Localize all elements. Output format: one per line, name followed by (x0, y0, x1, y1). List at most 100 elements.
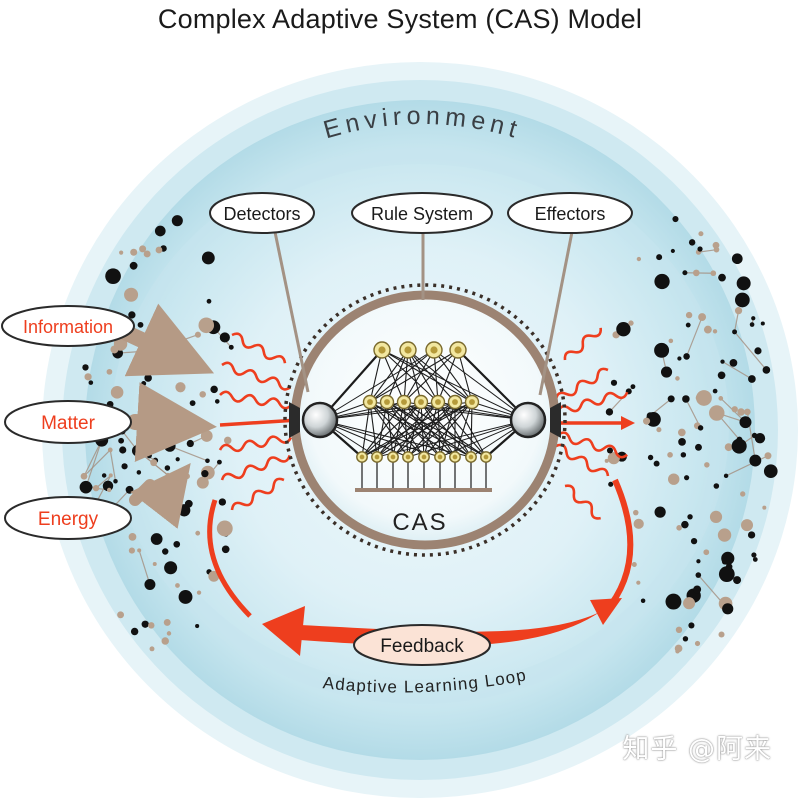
particle (654, 273, 670, 290)
network-node-core (483, 454, 489, 460)
particle (682, 395, 690, 403)
particle (732, 329, 738, 335)
effectors-label: Effectors (535, 204, 606, 224)
particle (118, 437, 125, 444)
network-node-core (378, 346, 386, 354)
network-link (369, 401, 409, 458)
particle (713, 483, 720, 489)
particle (696, 390, 712, 406)
network-node-core (435, 399, 441, 405)
particle (718, 566, 735, 583)
particle (697, 425, 704, 431)
watermark: 知乎 @阿来 (622, 734, 772, 765)
particle (189, 400, 196, 407)
particle (754, 432, 766, 444)
network-link (403, 401, 487, 458)
network-node-core (452, 399, 458, 405)
particle (718, 631, 725, 638)
particle (221, 545, 230, 554)
particle (610, 379, 618, 386)
network-link (361, 401, 473, 458)
particle (675, 649, 680, 654)
particle (736, 276, 751, 291)
particle (718, 396, 724, 401)
particle (709, 510, 723, 524)
particle (164, 561, 178, 575)
particle (698, 313, 707, 321)
particle (186, 439, 194, 448)
particle (178, 590, 193, 604)
information-input-arrow (112, 303, 215, 377)
network-link (437, 401, 487, 458)
feedback-arrowhead-left (262, 606, 305, 656)
particle (713, 246, 720, 253)
particle-link (686, 316, 703, 357)
particle (675, 376, 680, 381)
particle (688, 622, 695, 629)
particle (633, 518, 644, 529)
particle (718, 273, 726, 282)
particle (195, 530, 201, 536)
particle (747, 531, 756, 539)
network-link (369, 401, 378, 458)
particle (710, 270, 717, 277)
particle-link (95, 474, 112, 489)
network-link (369, 401, 425, 458)
information-label: Information (23, 317, 113, 337)
particle (125, 485, 134, 494)
particle (141, 620, 149, 628)
particle (764, 452, 772, 460)
particle (748, 375, 756, 383)
particle (144, 374, 152, 382)
particle (630, 384, 636, 390)
network-link (369, 349, 409, 403)
particle (136, 449, 144, 456)
particle (84, 373, 92, 381)
particle (734, 292, 750, 308)
network-link (457, 349, 473, 403)
feedback-loop-arc-left (207, 499, 252, 618)
particle (178, 504, 191, 517)
network-link (420, 401, 456, 458)
network-link (470, 401, 473, 458)
network-link (361, 401, 456, 458)
particle (763, 464, 778, 479)
network-node-core (430, 346, 438, 354)
particle (121, 463, 128, 470)
particle (684, 475, 690, 481)
particle (696, 559, 701, 564)
rule-system-label: Rule System (371, 204, 473, 224)
particle (105, 268, 121, 284)
particle (734, 307, 743, 315)
particle (762, 505, 767, 510)
network-link (437, 349, 459, 403)
network-link (420, 401, 425, 458)
effector-node (509, 401, 561, 439)
network-link (433, 349, 473, 403)
network-link (361, 401, 422, 458)
particle (206, 298, 212, 304)
cas-label: CAS (392, 509, 447, 536)
network-link (423, 401, 473, 458)
particle (108, 473, 113, 478)
particle (712, 241, 720, 249)
particle (717, 528, 732, 542)
network-node-core (437, 454, 443, 460)
particle (130, 627, 139, 636)
particle (106, 487, 112, 493)
network-link (369, 349, 435, 403)
particle (143, 250, 151, 258)
particle (165, 472, 171, 478)
particle (616, 322, 631, 337)
particle (633, 509, 639, 516)
particle (646, 412, 661, 427)
particle (205, 458, 210, 464)
particle (146, 452, 152, 459)
particle (628, 320, 634, 326)
particle (199, 391, 206, 398)
particle (654, 342, 670, 358)
particle (731, 406, 738, 413)
particle (656, 427, 662, 433)
particle (722, 603, 734, 615)
particle (106, 368, 113, 375)
